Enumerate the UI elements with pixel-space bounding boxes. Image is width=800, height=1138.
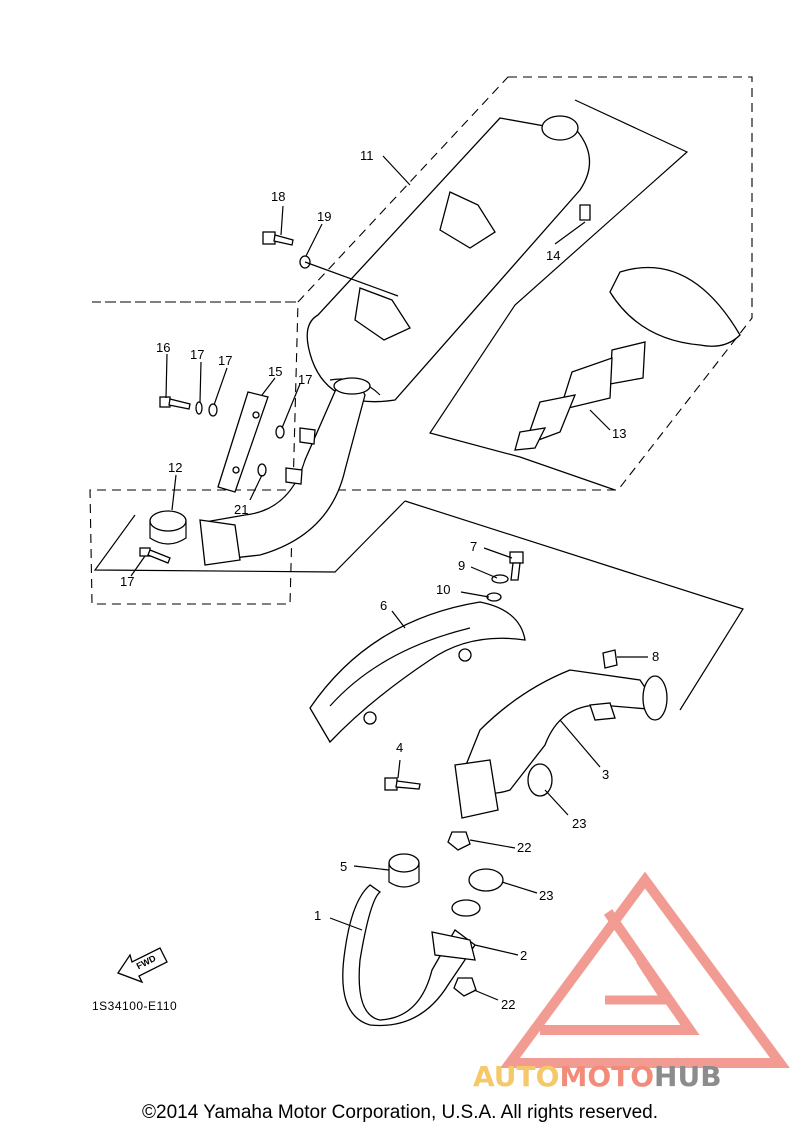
label-17-mid: 17: [298, 372, 312, 387]
label-19: 17: [120, 574, 134, 589]
label-2: 2: [520, 948, 527, 963]
diagram-code: 1S34100-E110: [92, 999, 177, 1013]
screw-14: [579, 204, 591, 221]
watermark-hub: HUB: [654, 1060, 722, 1093]
pipe-group-outline: [404, 500, 744, 711]
watermark-auto: AUTO: [473, 1060, 559, 1093]
label-16: 16: [156, 340, 170, 355]
clip-8: [602, 649, 618, 669]
muffler-inlet-pipe: [199, 377, 371, 566]
exhaust-pipe-3: [454, 669, 668, 819]
part-labels: 11 18 19 14 16 17 17 15 17 21 12 17 13 7…: [120, 148, 659, 1012]
exhaust-pipe-1: [342, 884, 481, 1027]
label-22-upper: 22: [517, 840, 531, 855]
label-1: 1: [314, 908, 321, 923]
label-22-lower: 22: [501, 997, 515, 1012]
bolt-20: [262, 231, 294, 246]
label-17-top: 17: [218, 353, 232, 368]
pipe-group-outline-left: [93, 500, 406, 573]
label-4: 4: [396, 740, 403, 755]
label-6: 6: [380, 598, 387, 613]
bolt-4: [384, 777, 421, 791]
muffler-group-outline: [89, 76, 753, 605]
washer-9: [491, 574, 509, 584]
label-9: 9: [458, 558, 465, 573]
label-3: 3: [602, 767, 609, 782]
collar-10: [486, 592, 502, 602]
label-11: 11: [360, 148, 374, 163]
label-21: 19: [317, 209, 331, 224]
label-20: 18: [271, 189, 285, 204]
heat-protector-6: [309, 601, 526, 744]
washer-18: [195, 401, 203, 415]
bolt-16: [159, 396, 191, 410]
label-14: 14: [546, 248, 560, 263]
bracket-plate-15: [217, 391, 316, 493]
watermark-moto: MOTO: [559, 1060, 654, 1093]
label-5: 5: [340, 859, 347, 874]
copyright-notice: ©2014 Yamaha Motor Corporation, U.S.A. A…: [142, 1102, 658, 1123]
end-cap-group-outline: [429, 99, 689, 491]
label-10: 10: [436, 582, 450, 597]
label-15: 15: [268, 364, 282, 379]
label-23-upper: 23: [572, 816, 586, 831]
washer-17-mid: [275, 425, 285, 439]
gasket-23-lower: [468, 868, 504, 892]
bolt-7: [509, 551, 524, 581]
bolt-19: [139, 547, 171, 564]
label-8: 8: [652, 649, 659, 664]
label-7: 7: [470, 539, 477, 554]
gasket-23-upper: [527, 763, 553, 797]
label-18: 17: [190, 347, 204, 362]
fwd-arrow: FWD: [117, 947, 168, 984]
gasket-5: [388, 853, 420, 888]
label-13: 13: [612, 426, 626, 441]
gasket-12: [149, 510, 187, 545]
label-23-lower: 23: [539, 888, 553, 903]
watermark-text: AUTOMOTOHUB: [473, 1060, 722, 1093]
label-12: 12: [168, 460, 182, 475]
washer-17-low: [257, 463, 267, 477]
washer-17-top: [208, 403, 218, 417]
muffler-body: [306, 115, 591, 403]
leader-lines: [130, 155, 648, 1001]
nut-22-upper: [447, 831, 471, 851]
nut-22-lower: [453, 977, 477, 997]
label-17-low: 21: [234, 502, 248, 517]
watermark-logo: [500, 871, 790, 1068]
end-cap-13: [514, 266, 741, 451]
